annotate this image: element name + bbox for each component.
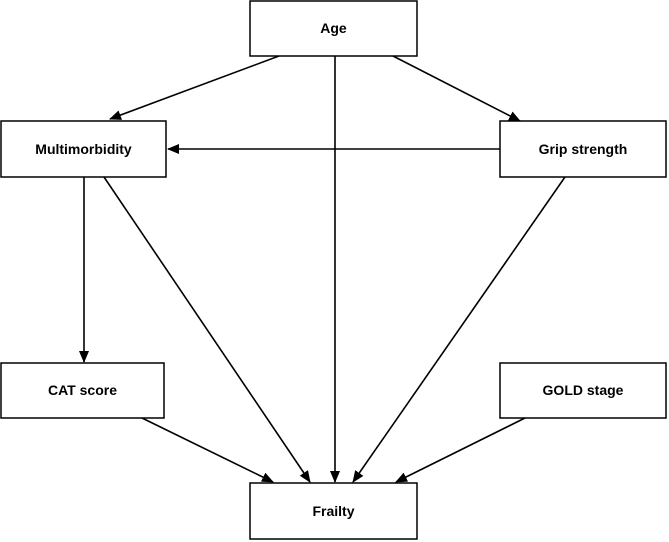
edges: [79, 55, 566, 483]
edge-age-to-multimorbidity: [109, 55, 280, 120]
edge-multimorbidity-to-frailty: [103, 176, 311, 483]
node-cat-score: CAT score: [0, 362, 165, 419]
node-gold-stage-label: GOLD stage: [543, 382, 624, 398]
edge-cat-score-to-frailty: [141, 417, 274, 483]
edge-grip-strength-to-frailty: [352, 176, 566, 483]
node-cat-score-box: [0, 362, 165, 419]
node-frailty: Frailty: [249, 482, 418, 540]
node-frailty-box: [249, 482, 418, 540]
node-frailty-label: Frailty: [312, 503, 354, 519]
edge-age-to-grip-strength: [392, 55, 521, 122]
node-grip-strength: Grip strength: [499, 120, 667, 178]
node-age-box: [249, 0, 418, 57]
node-cat-score-label: CAT score: [48, 382, 117, 398]
node-gold-stage-box: [499, 362, 667, 419]
node-multimorbidity-label: Multimorbidity: [35, 141, 132, 157]
node-age: Age: [249, 0, 418, 57]
node-age-label: Age: [320, 20, 347, 36]
node-multimorbidity: Multimorbidity: [0, 120, 167, 178]
node-grip-strength-box: [499, 120, 667, 178]
node-multimorbidity-box: [0, 120, 167, 178]
node-gold-stage: GOLD stage: [499, 362, 667, 419]
edge-gold-stage-to-frailty: [395, 417, 526, 483]
node-grip-strength-label: Grip strength: [539, 141, 628, 157]
